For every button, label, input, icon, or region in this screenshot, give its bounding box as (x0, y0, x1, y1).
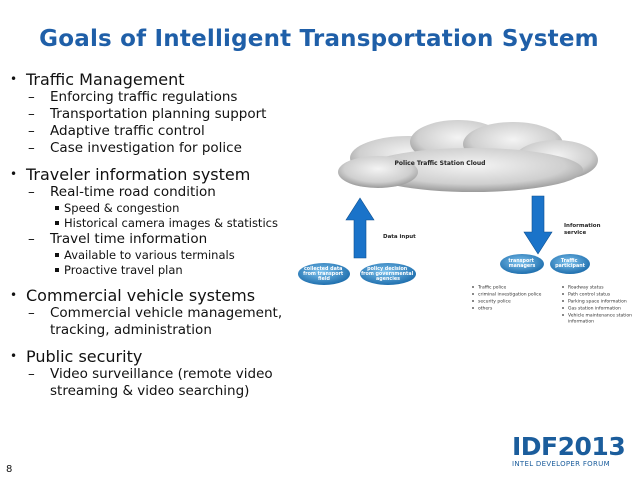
sub-sub-bullet: Historical camera images & statistics (10, 216, 310, 231)
its-diagram: Police Traffic Station Cloud Data input … (298, 120, 632, 325)
sub-bullet: –Case investigation for police (28, 140, 242, 156)
list-right: Roadway status Path control status Parki… (562, 285, 632, 325)
svg-text:policy decision from gov: policy decision from governmental agenci… (361, 266, 415, 282)
svg-text:others: others (478, 306, 493, 312)
node-collected-data: collected data from transport field (298, 263, 350, 285)
bullet-list: •Traffic Management –Enforcing traffic r… (10, 70, 310, 400)
node-policy-decision: policy decision from governmental agenci… (360, 263, 416, 285)
svg-text:Path control status: Path control status (568, 292, 611, 298)
svg-text:Traffic participant: Traffic participant (555, 258, 586, 269)
info-service-label: Information service (564, 223, 602, 236)
cloud-label: Police Traffic Station Cloud (395, 160, 486, 167)
node-traffic-participant: Traffic participant (550, 254, 590, 274)
svg-text:Vehicle maintenance station: Vehicle maintenance station (568, 313, 632, 319)
sub-bullet: –Video surveillance (remote video stream… (28, 366, 273, 399)
up-arrow-icon (345, 197, 375, 259)
data-input-label: Data input (383, 234, 416, 240)
sub-bullet: –Real-time road condition (28, 184, 216, 200)
cloud-shape (338, 120, 598, 192)
sub-bullet: –Transportation planning support (28, 106, 267, 122)
sub-bullet: –Enforcing traffic regulations (28, 89, 238, 105)
svg-text:security police: security police (478, 299, 511, 305)
slide-number: 8 (6, 464, 13, 475)
svg-text:criminal investigation police: criminal investigation police (478, 292, 542, 298)
idf-logo: IDF2013 INTEL DEVELOPER FORUM (512, 432, 632, 469)
bullet-commercial-vehicle: •Commercial vehicle systems (10, 286, 256, 305)
svg-text:collected data from tran: collected data from transport field (303, 266, 345, 282)
svg-text:transport managers: transport managers (508, 258, 535, 269)
sub-sub-bullet: Speed & congestion (10, 201, 310, 216)
bullet-traffic-management: •Traffic Management (10, 70, 185, 89)
svg-text:information: information (568, 319, 594, 325)
svg-text:Traffic police: Traffic police (477, 285, 507, 291)
bullet-public-security: •Public security (10, 347, 143, 366)
node-transport-managers: transport managers (500, 254, 544, 274)
sub-bullet: –Travel time information (28, 231, 208, 247)
down-arrow-icon (523, 195, 553, 255)
sub-bullet: –Adaptive traffic control (28, 123, 205, 139)
list-left: Traffic police criminal investigation po… (472, 285, 542, 312)
sub-sub-bullet: Available to various terminals (10, 248, 310, 263)
svg-text:Roadway status: Roadway status (568, 285, 604, 291)
svg-text:Gas station information: Gas station information (568, 306, 621, 312)
svg-text:Parking space information: Parking space information (568, 299, 627, 305)
logo-main-text: IDF2013 (512, 432, 626, 461)
sub-sub-bullet: Proactive travel plan (10, 263, 310, 278)
logo-sub-text: INTEL DEVELOPER FORUM (512, 460, 610, 468)
sub-bullet: –Commercial vehicle management, tracking… (28, 305, 283, 338)
slide-title: Goals of Intelligent Transportation Syst… (39, 26, 599, 52)
bullet-traveler-information: •Traveler information system (10, 165, 251, 184)
